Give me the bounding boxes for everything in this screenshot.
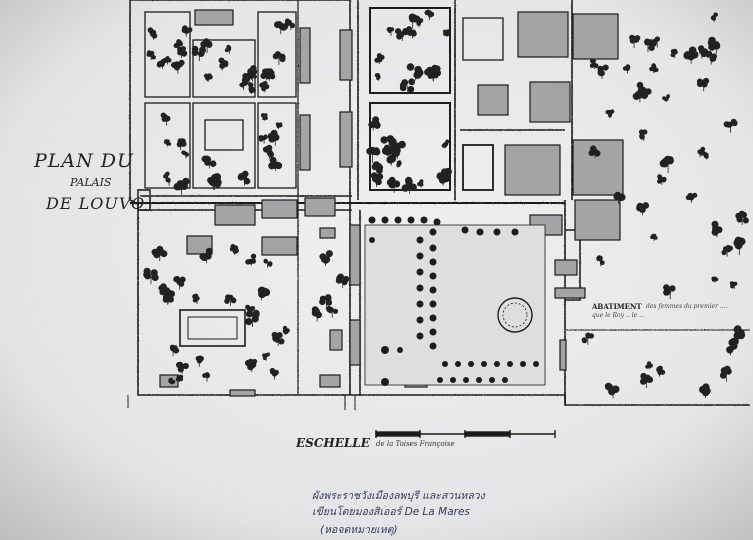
scale-sublabel: de la Toises Françoise <box>376 440 455 448</box>
caption-line2: เขียนโดยมองสิเออร์ De La Mares <box>312 506 470 518</box>
map-title-line3: DE LOUVO <box>46 194 146 213</box>
caption-line3: (หอจดหมายเหตุ) <box>320 524 398 536</box>
annotation-sub1: des femmes du premier .... <box>646 303 728 310</box>
annotation-abatiment: ABATIMENT <box>592 302 642 311</box>
scale-label: ESCHELLE <box>296 436 370 450</box>
caption-line1: ผังพระราชวังเมืองลพบุรี และสวนหลวง <box>312 490 485 502</box>
annotation-sub2: que le Roy .. le ... <box>592 312 645 319</box>
map-title-line1: PLAN DU <box>34 150 135 172</box>
map-title-line2: PALAIS <box>70 176 112 189</box>
